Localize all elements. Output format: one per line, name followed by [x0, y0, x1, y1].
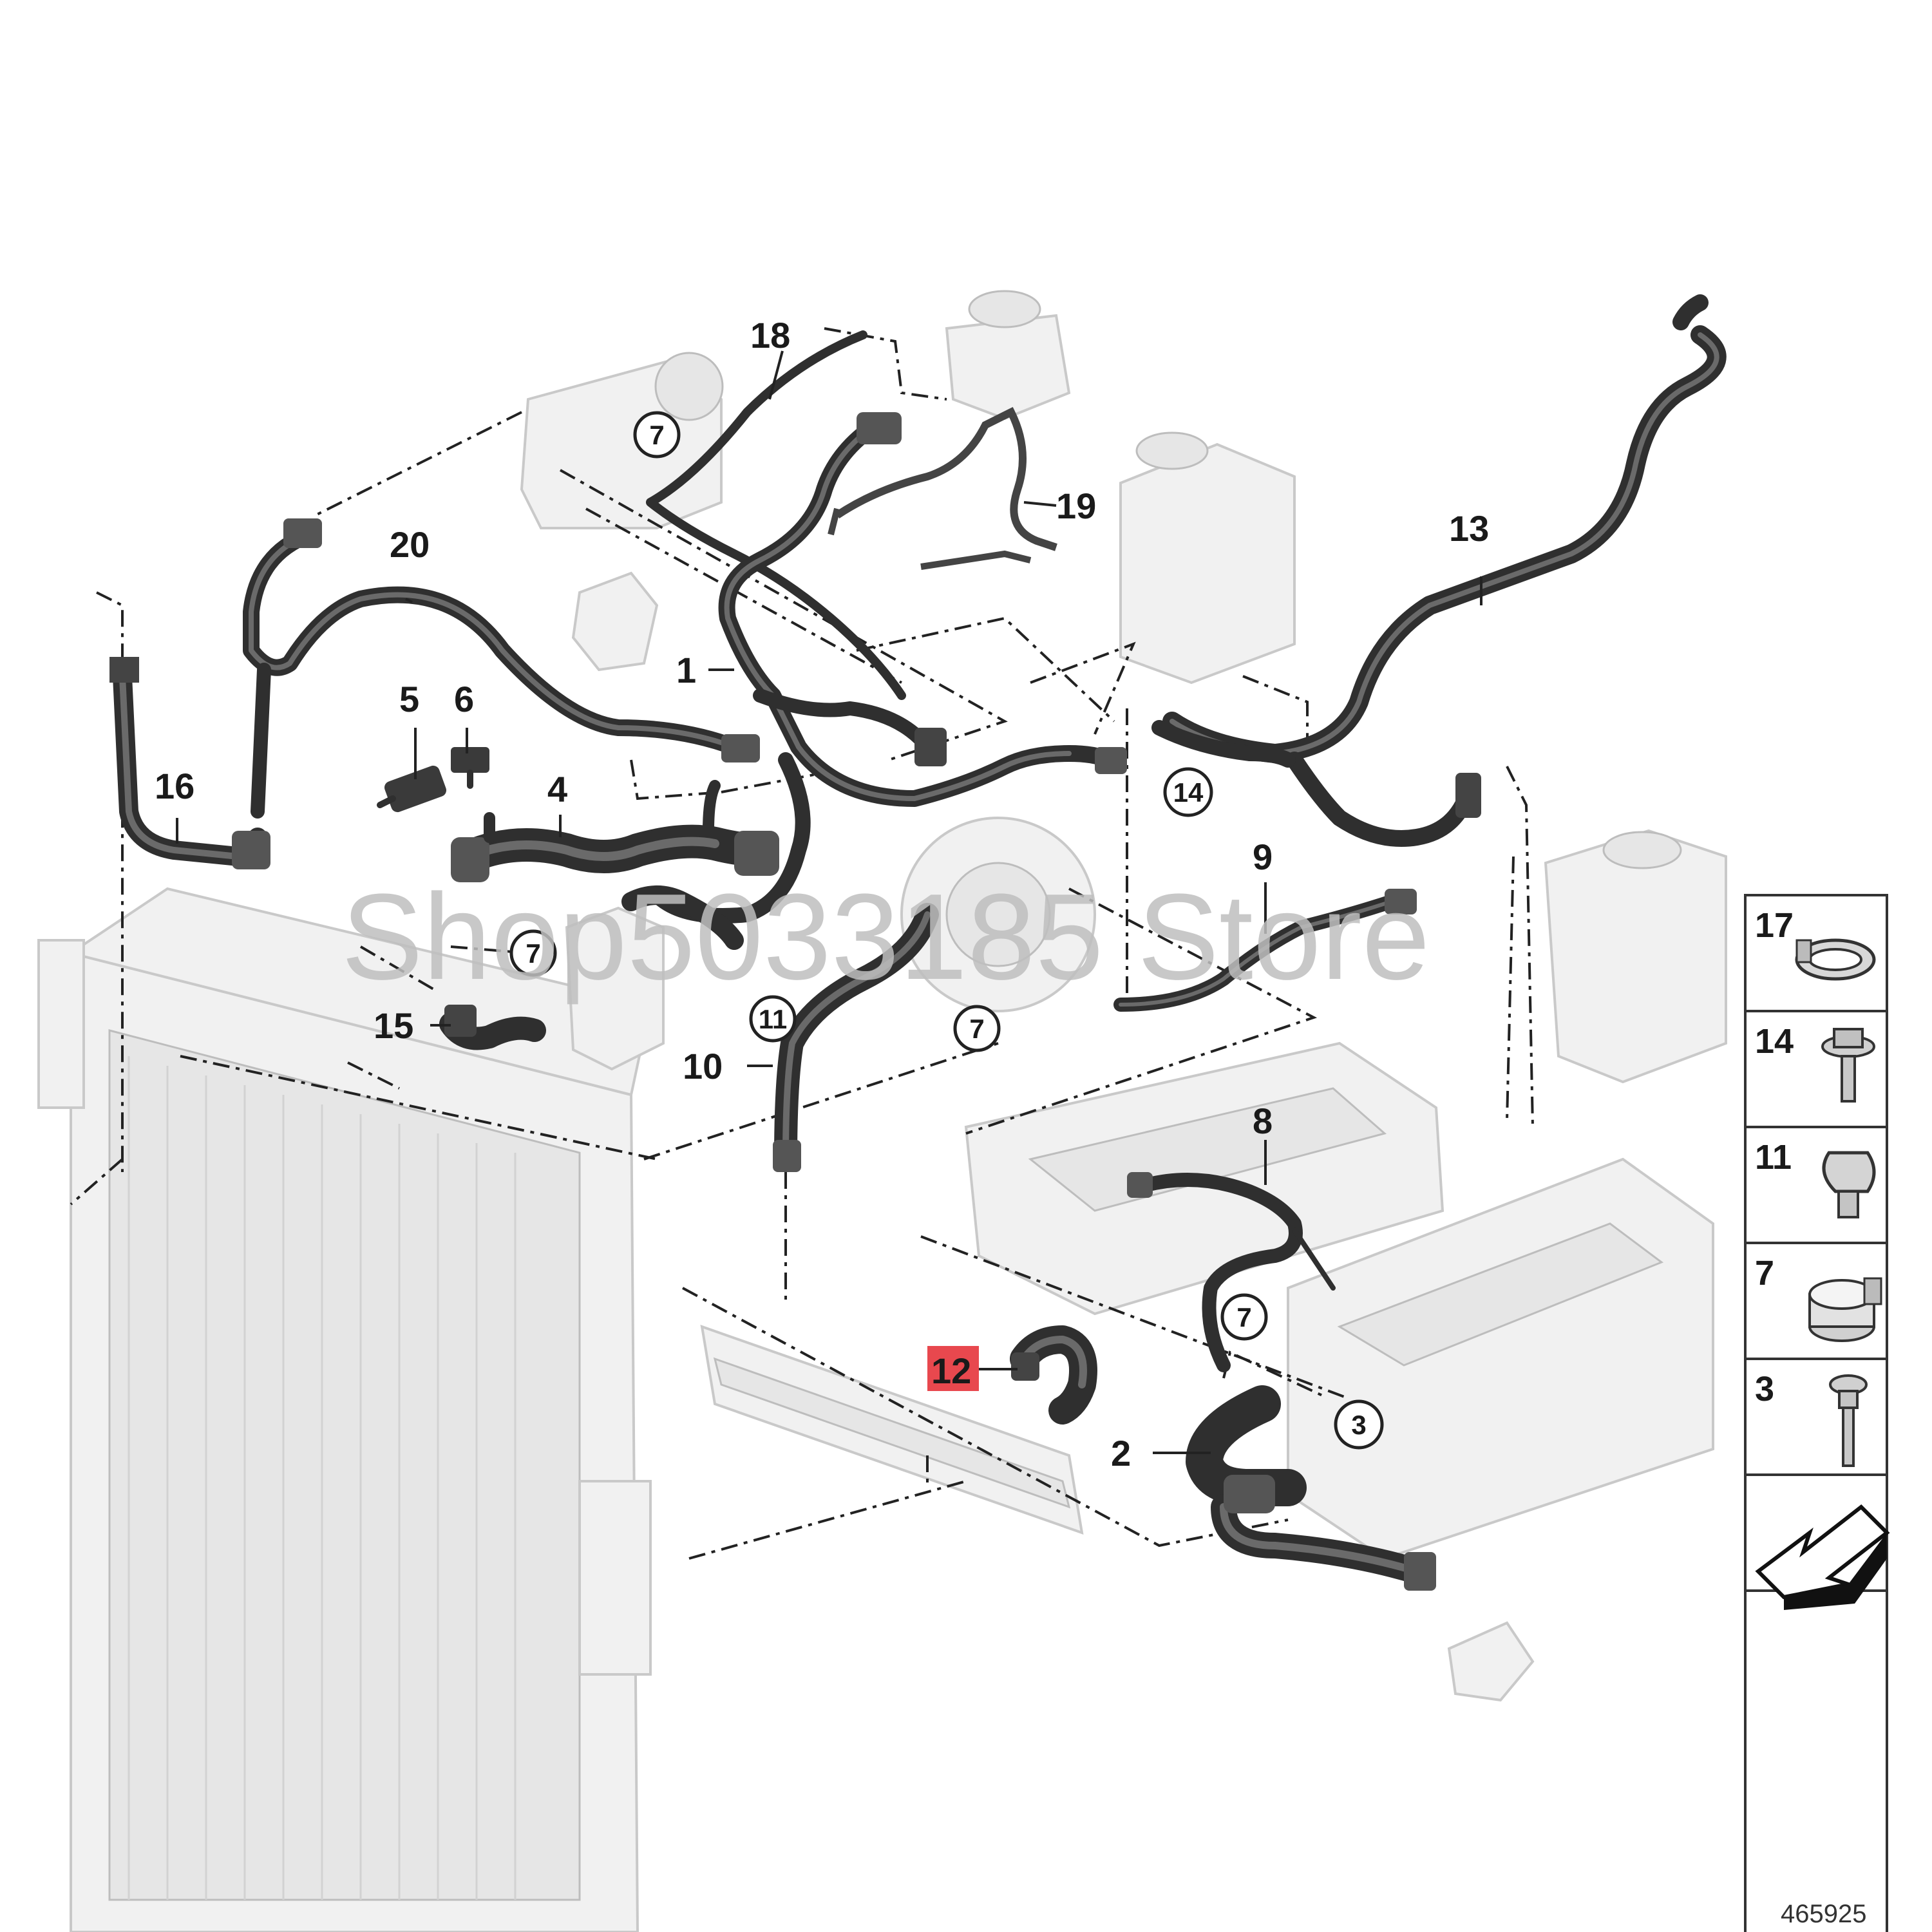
callout-16[interactable]: 16: [155, 766, 194, 806]
legend-item-17[interactable]: 17: [1755, 906, 1876, 981]
legend-panel: 17 14 11 7: [1744, 894, 1890, 1932]
assembly-lines: [70, 327, 1534, 1560]
watermark: Shop5033185 Store: [341, 869, 1430, 1005]
svg-text:7: 7: [1755, 1254, 1774, 1293]
svg-text:11: 11: [1755, 1138, 1792, 1177]
svg-text:3: 3: [1755, 1370, 1774, 1408]
callout-6[interactable]: 6: [454, 679, 474, 719]
callout-20[interactable]: 20: [390, 524, 430, 565]
turbo-housing: [520, 352, 724, 529]
svg-text:7: 7: [969, 1014, 984, 1044]
hose-8[interactable]: [1127, 1172, 1336, 1372]
pump-lower: [565, 906, 665, 1071]
callout-18[interactable]: 18: [750, 315, 790, 355]
circled-callouts: 7 14 7 11 7 7 3: [509, 411, 1384, 1450]
svg-text:7: 7: [1236, 1302, 1251, 1332]
intercooler: [1119, 431, 1296, 685]
svg-text:11: 11: [759, 1004, 787, 1034]
legend-item-11[interactable]: 11: [1755, 1138, 1876, 1218]
catalog-number: 465925: [1781, 1900, 1866, 1928]
screw-icon: [1821, 1028, 1875, 1103]
hose-20[interactable]: [243, 518, 760, 819]
bracket-19[interactable]: [828, 406, 1057, 570]
reservoir-top: [945, 290, 1071, 421]
circled-7-center[interactable]: 7: [953, 1005, 1001, 1052]
svg-text:14: 14: [1173, 777, 1204, 808]
direction-arrow-icon: [1755, 1504, 1890, 1610]
svg-text:3: 3: [1351, 1410, 1366, 1440]
svg-text:17: 17: [1755, 906, 1794, 945]
bolt-icon: [1829, 1374, 1868, 1467]
callout-2[interactable]: 2: [1111, 1433, 1131, 1473]
callout-12-highlight[interactable]: 12: [927, 1346, 979, 1391]
hose-10[interactable]: [621, 886, 939, 1172]
hose-15[interactable]: [439, 1005, 546, 1050]
radiator: [37, 887, 652, 1932]
callout-13[interactable]: 13: [1449, 508, 1489, 549]
callout-1[interactable]: 1: [676, 650, 696, 690]
callouts: 18 19 20 13 1 5 6 16 4 9 15 10 8 2: [155, 315, 1489, 1473]
hose-4[interactable]: [451, 780, 779, 882]
circled-11[interactable]: 11: [749, 995, 797, 1043]
pump-upper: [571, 571, 659, 672]
circled-3[interactable]: 3: [1334, 1399, 1384, 1450]
hose-clamp-icon: [1795, 938, 1876, 981]
hose-9[interactable]: [1113, 889, 1417, 1012]
thermostat-housing: [900, 817, 1096, 1012]
svg-text:14: 14: [1755, 1022, 1794, 1061]
svg-text:7: 7: [526, 938, 540, 969]
callout-19[interactable]: 19: [1056, 486, 1096, 526]
legend-item-3[interactable]: 3: [1755, 1370, 1868, 1467]
connector-6[interactable]: [451, 747, 489, 789]
leader-lines: [176, 350, 1482, 1454]
callout-8[interactable]: 8: [1253, 1101, 1273, 1141]
outlet-connector: [1447, 1621, 1535, 1702]
hose-18[interactable]: [646, 330, 906, 700]
callout-12[interactable]: 12: [931, 1350, 971, 1391]
callout-10[interactable]: 10: [683, 1046, 723, 1086]
hose-14[interactable]: [1151, 720, 1296, 768]
lower-radiator-bar: [700, 1324, 1084, 1535]
circled-7-left[interactable]: 7: [509, 929, 557, 977]
callout-4[interactable]: 4: [547, 769, 567, 810]
clip-icon: [1822, 1151, 1876, 1218]
spring-clamp-icon: [1808, 1277, 1882, 1342]
circled-7-right[interactable]: 7: [1220, 1293, 1268, 1341]
circled-14[interactable]: 14: [1163, 767, 1213, 817]
hose-2[interactable]: [1186, 1385, 1436, 1591]
hose-12[interactable]: [1010, 1325, 1097, 1425]
callout-9[interactable]: 9: [1253, 837, 1273, 877]
hose-16[interactable]: [109, 657, 270, 869]
callout-15[interactable]: 15: [374, 1005, 413, 1046]
callout-5[interactable]: 5: [399, 679, 419, 719]
expansion-tank: [1544, 829, 1727, 1084]
sensor-5[interactable]: [377, 764, 448, 814]
circled-7-top[interactable]: 7: [633, 411, 681, 459]
svg-text:7: 7: [649, 420, 664, 450]
legend-item-14[interactable]: 14: [1755, 1022, 1875, 1103]
legend-item-7[interactable]: 7: [1755, 1254, 1882, 1342]
